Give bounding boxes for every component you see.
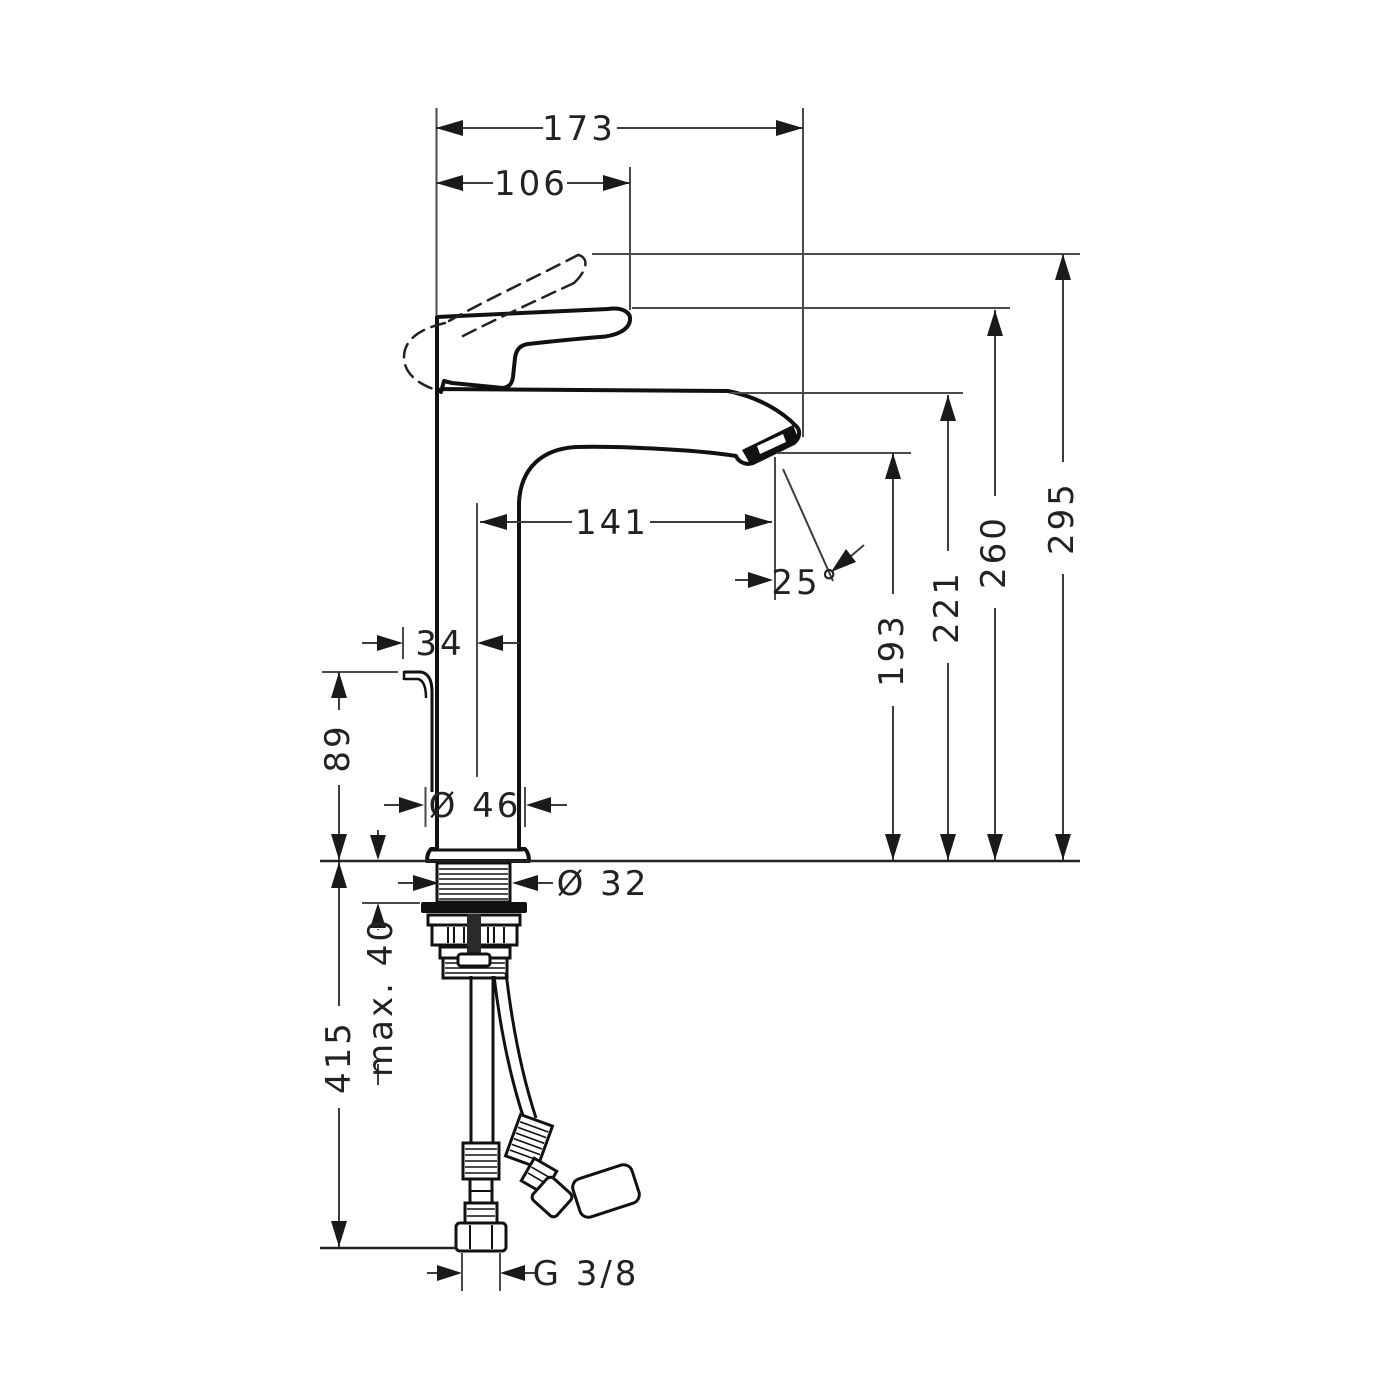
dim-label-shank-diameter: Ø 32 [557,864,650,904]
dim-label-base-diameter: Ø 46 [429,786,522,826]
supply-hoses-group [454,972,641,1253]
shank-threads [439,868,508,900]
dim-label-total-width: 173 [542,109,616,149]
dim-label-handle-overhang: 34 [415,624,464,664]
dim-label-spout-height: 221 [927,570,967,644]
hose2-crimp [503,1112,555,1170]
hose1-collar [463,1201,499,1225]
handle-open-upper-edge [447,253,580,323]
faucet-body-group [402,306,802,863]
popup-rod-foot [456,952,492,968]
angle-25-ray [782,468,834,582]
hose1-nut [454,1221,508,1253]
handle-open-chin [402,321,447,393]
hose2-nut-face [571,1163,641,1219]
dim-label-deck-thickness: max. 40 [361,917,401,1077]
hose2-nut-body [530,1175,574,1219]
label-backgrounds [320,110,1082,1108]
popup-rod-inner [404,677,428,699]
dim-label-outlet-height: 193 [872,613,912,687]
hose2-right [504,972,538,1119]
faucet-body [425,387,802,863]
dim-label-rod-height: 89 [318,723,358,772]
hose2-left [492,975,527,1123]
arrowheads [331,120,1071,1281]
dim-label-handle-open-height: 295 [1042,481,1082,555]
dim-label-hose-length: 415 [319,1020,359,1094]
dim-label-connection-thread: G 3/8 [533,1254,640,1294]
dim-label-handle-reach: 106 [494,164,568,204]
dimension-annotations: 173 106 141 34 Ø 46 Ø 32 25° G 3/8 89 41… [318,108,1082,1294]
handle-open-lower-edge [461,281,576,338]
seal-washer [421,902,527,913]
popup-rod [404,670,434,792]
aerator-slot [757,434,786,454]
mounting-hardware-group [421,861,527,980]
dim-label-stream-angle: 25° [771,563,840,603]
dim-label-spout-reach: 141 [575,503,649,543]
popup-rod-lower [467,914,481,956]
handle-open-position-group [402,253,587,393]
handle-open-tip [572,253,587,285]
faucet-handle [435,306,633,394]
dim-label-handle-closed-height: 260 [974,515,1014,589]
